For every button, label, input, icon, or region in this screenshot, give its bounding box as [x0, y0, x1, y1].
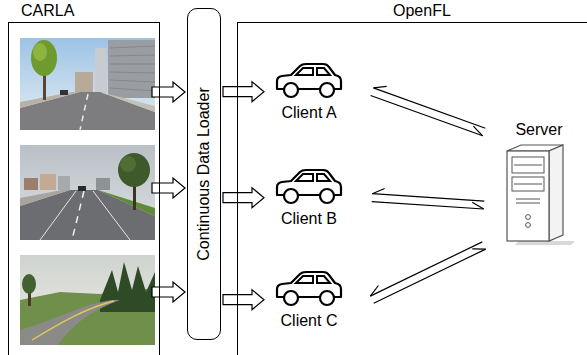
- panel-heading: CARLA: [21, 2, 74, 20]
- server-icon: [501, 143, 577, 247]
- car-icon: [273, 167, 345, 207]
- exchange-arrow: [374, 249, 486, 303]
- scene-image: [20, 255, 155, 345]
- carla-panel: CARLA: [8, 22, 160, 355]
- data-loader-box: Continuous Data Loader: [187, 8, 221, 340]
- node-label: Client C: [272, 312, 346, 330]
- loader-label: Continuous Data Loader: [195, 87, 213, 260]
- data-arrow: [223, 188, 264, 208]
- node-label: Client B: [272, 210, 346, 228]
- server-node: Server: [496, 119, 582, 249]
- exchange-arrow: [371, 96, 483, 136]
- car-icon: [273, 61, 345, 101]
- feed-arrow: [152, 82, 185, 302]
- scene-image: [20, 145, 155, 240]
- exchange-arrow: [373, 86, 485, 128]
- scene-image: [20, 38, 155, 130]
- exchange-arrow: [372, 189, 484, 202]
- openfl-panel: OpenFLClient AClient BClient CServer: [237, 22, 587, 355]
- client-car: Client B: [268, 165, 350, 230]
- panel-heading: OpenFL: [393, 2, 451, 20]
- client-car: Client C: [268, 267, 350, 332]
- node-label: Server: [500, 121, 578, 139]
- exchange-arrow: [370, 242, 482, 296]
- data-arrow: [223, 290, 264, 310]
- client-car: Client A: [268, 59, 350, 124]
- node-label: Client A: [272, 104, 346, 122]
- car-icon: [273, 269, 345, 309]
- exchange-arrow: [372, 202, 484, 209]
- data-arrow: [223, 82, 264, 102]
